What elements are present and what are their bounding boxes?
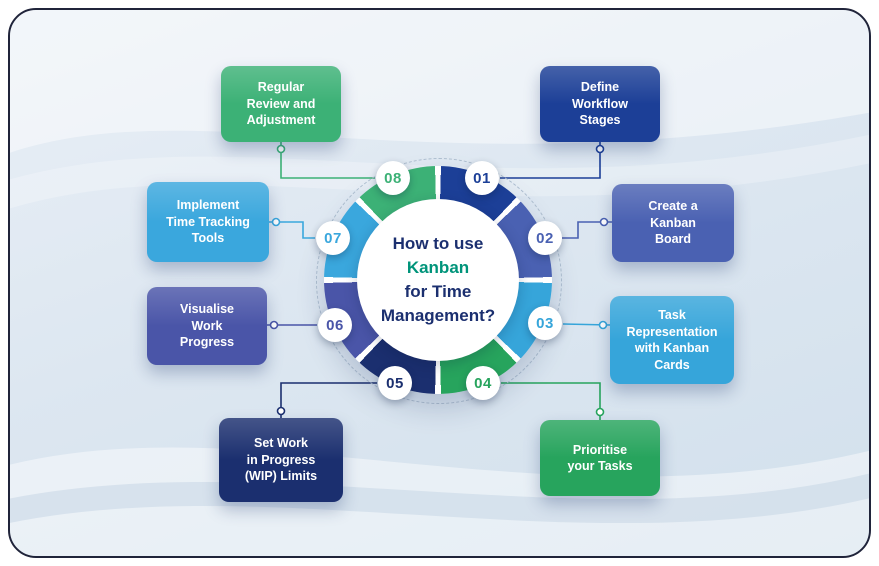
step-box-task-representation: Task Representation with Kanban Cards (610, 296, 734, 384)
wave-top (10, 10, 869, 153)
center-title-line3: for Time (404, 282, 472, 301)
step-badge-01: 01 (465, 161, 499, 195)
step-box-label: Set Work in Progress (WIP) Limits (244, 436, 318, 484)
step-box-regular-review-adjustment: Regular Review and Adjustment (221, 66, 341, 142)
step-box-label: Prioritise your Tasks (567, 442, 633, 474)
step-number-01: 01 (473, 169, 491, 187)
step-number-03: 03 (536, 314, 554, 332)
step-number-04: 04 (474, 374, 492, 392)
step-box-label: Task Representation with Kanban Cards (626, 308, 718, 372)
step-box-visualise-work-progress: Visualise Work Progress (147, 287, 267, 365)
step-box-label: Visualise Work Progress (179, 302, 235, 350)
step-number-07: 07 (324, 229, 342, 247)
step-box-label: Regular Review and Adjustment (246, 80, 316, 128)
step-box-define-workflow-stages: Define Workflow Stages (540, 66, 660, 142)
step-number-08: 08 (384, 169, 402, 187)
step-badge-04: 04 (466, 366, 500, 400)
center-title-line1: How to use (392, 233, 484, 253)
step-box-label: Implement Time Tracking Tools (166, 198, 250, 246)
center-title: How to use Kanban for Time Management? (381, 232, 495, 329)
step-number-05: 05 (386, 374, 404, 392)
center-title-highlight: Kanban (406, 257, 470, 277)
step-box-create-a-kanban-board: Create a Kanban Board (612, 184, 734, 262)
step-box-set-wip-limits: Set Work in Progress (WIP) Limits (219, 418, 343, 502)
step-box-implement-time-tracking: Implement Time Tracking Tools (147, 182, 269, 262)
step-box-label: Define Workflow Stages (571, 80, 629, 128)
step-badge-06: 06 (318, 308, 352, 342)
step-badge-05: 05 (378, 366, 412, 400)
center-title-line4: Management? (380, 306, 496, 326)
step-badge-07: 07 (316, 221, 350, 255)
step-number-02: 02 (536, 229, 554, 247)
step-badge-03: 03 (528, 306, 562, 340)
step-badge-08: 08 (376, 161, 410, 195)
step-number-06: 06 (326, 316, 344, 334)
center-circle: How to use Kanban for Time Management? (357, 199, 519, 361)
step-badge-02: 02 (528, 221, 562, 255)
step-box-prioritise-your-tasks: Prioritise your Tasks (540, 420, 660, 496)
wave-bottom-band (10, 473, 869, 524)
step-box-label: Create a Kanban Board (648, 199, 698, 247)
dotted-ring-decoration (316, 158, 562, 404)
